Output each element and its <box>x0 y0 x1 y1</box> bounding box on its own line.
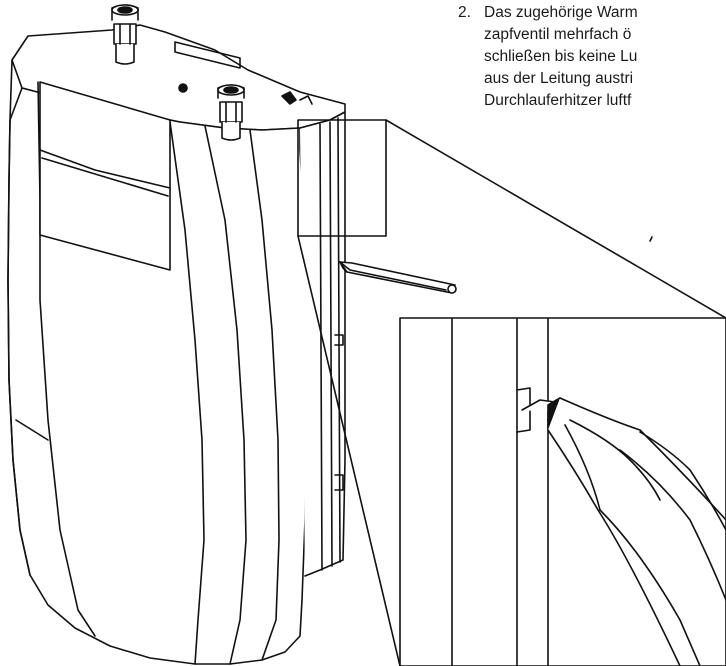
instruction-line: Das zugehörige Warm <box>484 4 638 21</box>
pencil-small <box>339 261 457 294</box>
zoom-callout-frame <box>297 119 726 666</box>
installation-instruction-text: 2. Das zugehörige Warm zapfventil mehrfa… <box>458 2 726 112</box>
water-heater-unit <box>7 24 346 665</box>
magnified-detail <box>399 317 726 666</box>
instruction-line: schließen bis keine Lu <box>484 48 638 65</box>
step-number: 2. <box>458 4 471 21</box>
instruction-line: Durchlauferhitzer luftf <box>484 92 632 109</box>
pencil-large <box>547 397 726 666</box>
instruction-step-2: 2. Das zugehörige Warm zapfventil mehrfa… <box>458 2 726 112</box>
water-connector-left <box>111 4 139 65</box>
water-connector-right <box>217 84 245 141</box>
instruction-line: aus der Leitung austri <box>484 70 634 87</box>
instruction-line: zapfventil mehrfach ö <box>484 26 632 43</box>
